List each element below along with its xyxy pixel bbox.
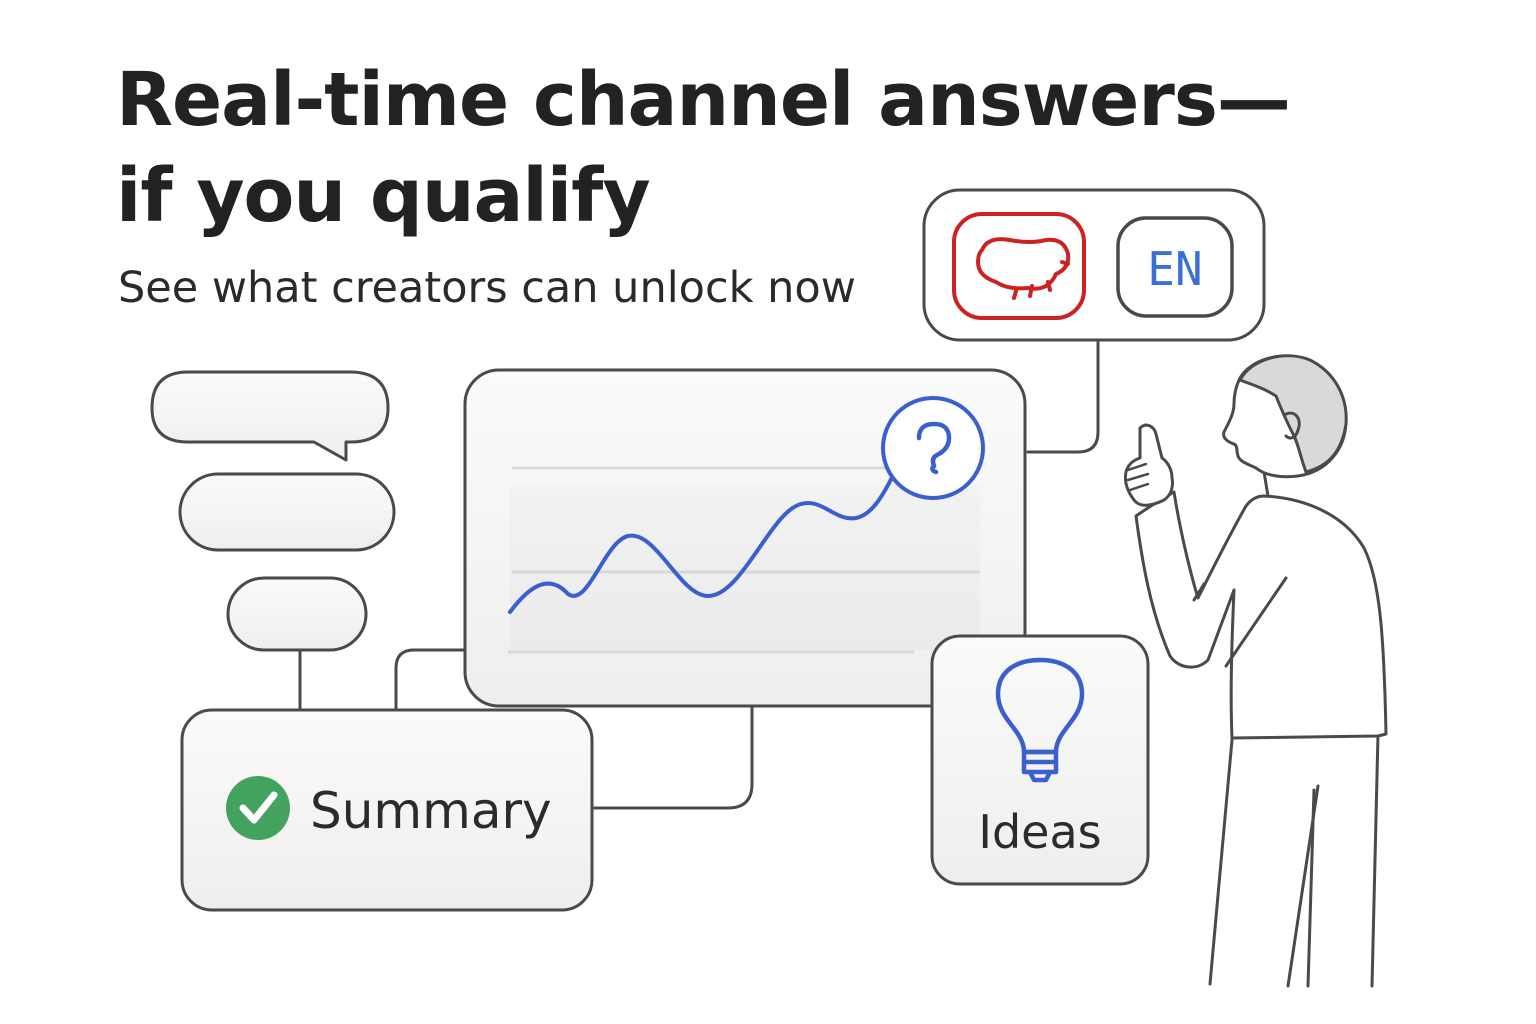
chat-bubble-2 (178, 472, 396, 552)
lightbulb-icon (995, 657, 1085, 783)
question-badge[interactable] (881, 396, 985, 500)
check-circle-icon (226, 776, 290, 840)
person-figure (1124, 354, 1388, 988)
chat-bubbles (150, 370, 396, 652)
headline-line-1: Real-time channel answers— (116, 57, 1291, 143)
red-language-chip[interactable] (952, 212, 1086, 320)
language-selector[interactable]: EN (922, 188, 1266, 342)
ideas-card[interactable]: Ideas (930, 634, 1150, 886)
en-language-label: EN (1147, 242, 1202, 296)
summary-label: Summary (310, 782, 552, 840)
person-arm-detail (1192, 576, 1288, 668)
connector-chart-to-summary-left (394, 648, 468, 714)
connector-lang-to-chart (1026, 338, 1100, 454)
ideas-label: Ideas (978, 805, 1101, 859)
person-finger-lines (1126, 462, 1150, 492)
trend-line (508, 468, 898, 614)
chat-bubble-3 (226, 576, 368, 652)
en-language-chip[interactable]: EN (1116, 216, 1234, 318)
page-subheadline: See what creators can unlock now (118, 263, 856, 313)
headline-line-2: if you qualify (116, 153, 651, 239)
chat-bubble-1 (150, 370, 390, 462)
connector-lines (298, 338, 1100, 810)
person-ear (1284, 411, 1301, 440)
page-headline: Real-time channel answers— if you qualif… (116, 52, 1316, 244)
scribble-icon (976, 237, 1071, 300)
question-mark-icon (916, 421, 952, 475)
person-hand (1124, 423, 1174, 507)
summary-card[interactable]: Summary (180, 708, 594, 912)
chart-card[interactable] (463, 368, 1027, 708)
connector-chart-to-summary-bottom (590, 704, 754, 810)
person-legs (1208, 732, 1380, 988)
